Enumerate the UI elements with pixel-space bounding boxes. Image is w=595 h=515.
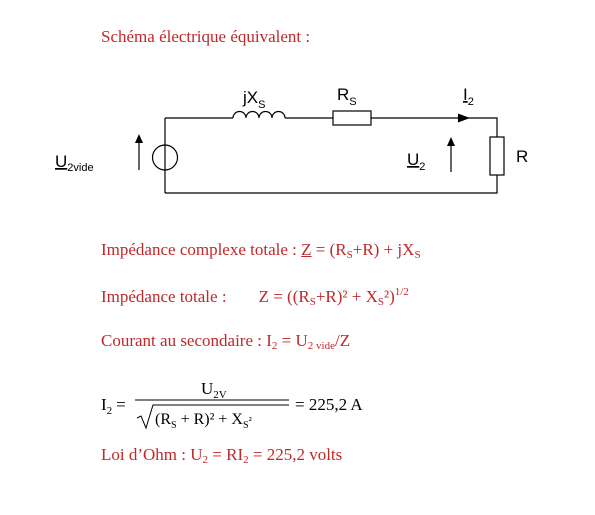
sqrt-sign xyxy=(136,404,289,430)
load-resistor xyxy=(489,136,505,176)
inductor-coil xyxy=(232,110,286,119)
secondary-current-line: Courant au secondaire : I2 = U2 vide/Z xyxy=(101,331,351,352)
output-arrow-head xyxy=(447,137,455,146)
current-arrow-head xyxy=(458,113,470,123)
load-resistor-label: R xyxy=(516,147,528,166)
circuit-diagram: U2vide jXS RS I2 U2 R xyxy=(55,85,528,194)
output-voltage-label: U2 xyxy=(407,150,425,173)
formula-result: = 225,2 A xyxy=(295,395,363,414)
wire-bottom xyxy=(165,175,498,194)
source-arrow-head xyxy=(135,134,143,143)
ohm-law-line: Loi d’Ohm : U2 = RI2 = 225,2 volts xyxy=(101,445,343,466)
series-resistor xyxy=(332,110,372,126)
series-resistor-label: RS xyxy=(337,85,357,108)
inductor-label: jXS xyxy=(242,88,265,111)
current-label: I2 xyxy=(463,85,474,108)
section-title: Schéma électrique équivalent : xyxy=(101,27,311,46)
wire-top-right xyxy=(371,117,498,137)
formula-denominator: (RS + R)² + XS² xyxy=(155,411,253,431)
current-formula: I2= U2V (RS + R)² + XS² = 225,2 A xyxy=(101,379,363,431)
complex-impedance-line: Impédance complexe totale : Z = (RS+R) +… xyxy=(101,240,421,261)
formula-numerator: U2V xyxy=(201,379,227,401)
formula-lhs: I2= xyxy=(101,395,126,417)
total-impedance-line: Impédance totale :Z = ((RS+R)² + XS²)1/2 xyxy=(101,286,409,308)
source-label: U2vide xyxy=(55,152,94,174)
